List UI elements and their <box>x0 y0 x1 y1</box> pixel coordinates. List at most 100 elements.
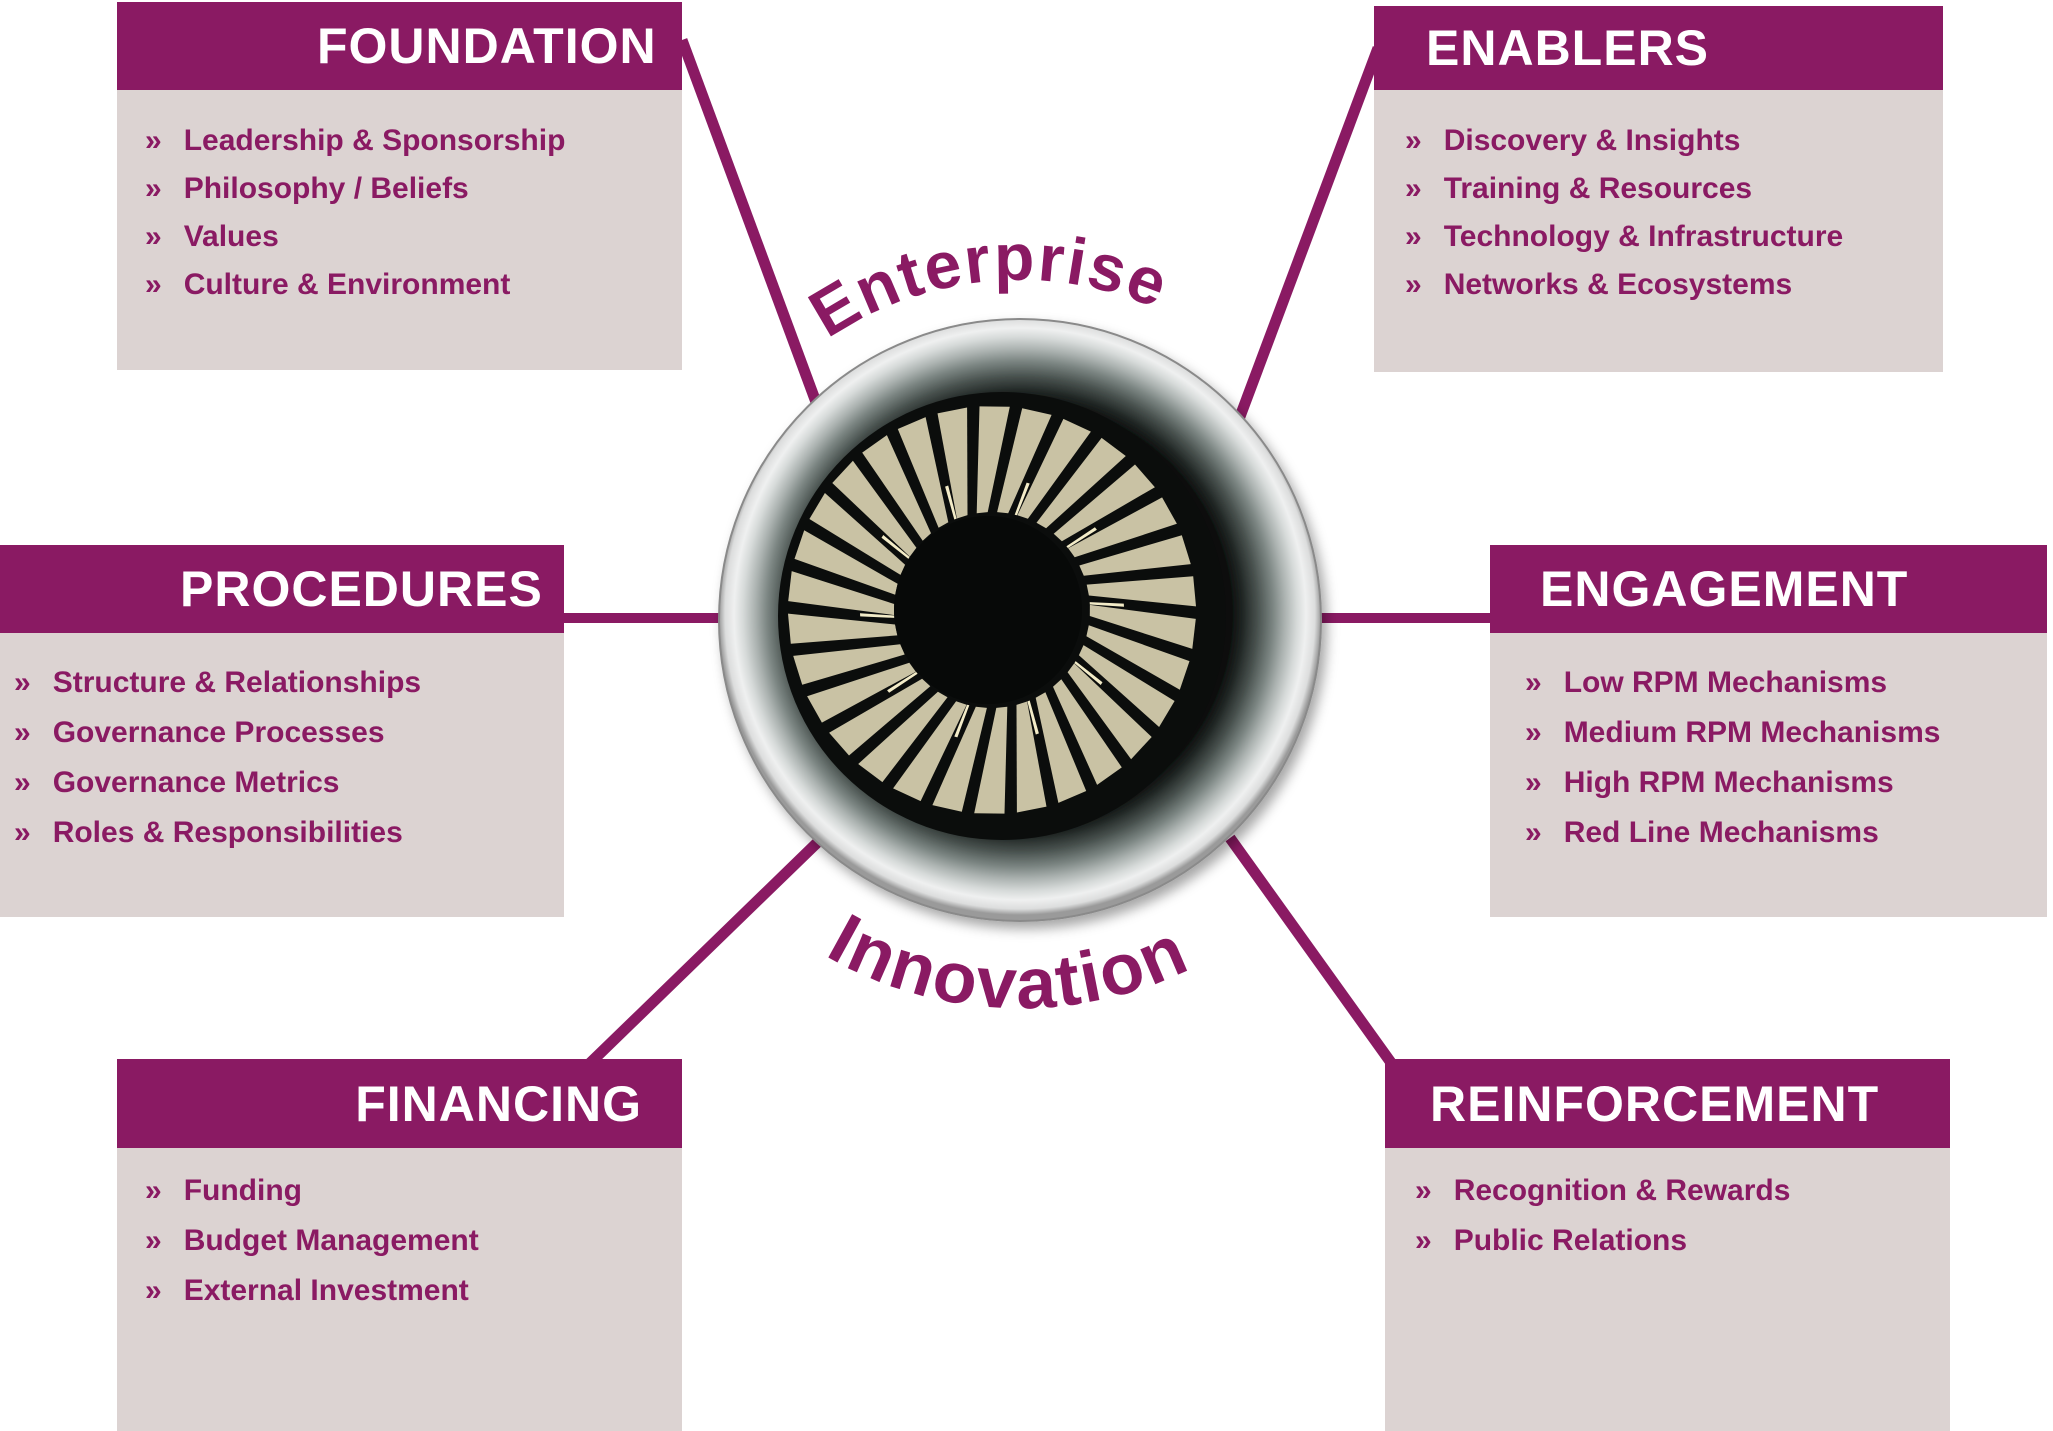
box-header-procedures: PROCEDURES <box>0 545 564 633</box>
chevron-bullet-icon: » <box>14 816 31 849</box>
box-engagement: ENGAGEMENT»Low RPM Mechanisms»Medium RPM… <box>1490 545 2047 917</box>
blade-highlight <box>945 485 957 520</box>
turbine-blade <box>1053 679 1122 785</box>
chevron-bullet-icon: » <box>1415 1174 1432 1207</box>
box-reinforcement: REINFORCEMENT»Recognition & Rewards»Publ… <box>1385 1059 1950 1431</box>
box-body-financing: »Funding»Budget Management»External Inve… <box>117 1148 682 1431</box>
list-item: » Governance Metrics <box>14 758 564 808</box>
list-item: »Culture & Environment <box>145 261 682 309</box>
turbine-center-hub <box>894 516 1082 704</box>
box-title: PROCEDURES <box>180 561 543 617</box>
turbine-blade <box>1053 464 1155 542</box>
list-item: »Low RPM Mechanisms <box>1525 658 2047 708</box>
list-item: »Red Line Mechanisms <box>1525 808 2047 858</box>
box-title: ENABLERS <box>1426 20 1710 76</box>
list-item: »Technology & Infrastructure <box>1405 213 1943 261</box>
box-body-foundation: »Leadership & Sponsorship»Philosophy / B… <box>117 90 682 370</box>
list-item-label: Low RPM Mechanisms <box>1563 666 1888 699</box>
turbine-blade <box>897 417 949 528</box>
turbine-blade <box>788 613 898 644</box>
list-item-label: Philosophy / Beliefs <box>183 172 469 205</box>
turbine-blades <box>788 406 1196 814</box>
list-item-label: Culture & Environment <box>183 268 511 301</box>
connector-foundation <box>676 38 836 442</box>
turbine-blade <box>937 407 968 519</box>
list-item: »External Investment <box>145 1266 682 1316</box>
chevron-bullet-icon: » <box>145 1174 162 1207</box>
turbine-blade <box>1036 437 1126 529</box>
box-title: ENGAGEMENT <box>1540 561 1909 617</box>
turbine-hub-image <box>718 318 1322 922</box>
list-item: »Values <box>145 213 682 261</box>
box-financing: FINANCING »Funding»Budget Management»Exte… <box>117 1059 682 1431</box>
turbine-blade <box>788 571 895 616</box>
connector-financing <box>581 834 826 1072</box>
list-item: » Training & Resources <box>1405 165 1943 213</box>
blade-highlight <box>1089 602 1124 607</box>
list-item: »Funding <box>145 1166 682 1216</box>
list-item-label: Roles & Responsibilities <box>52 816 403 849</box>
chevron-bullet-icon: » <box>145 124 162 157</box>
list-item: » Recognition & Rewards <box>1415 1166 1950 1216</box>
turbine-blade <box>1067 663 1152 760</box>
blade-highlight <box>1066 527 1097 549</box>
box-title: FINANCING <box>355 1075 642 1132</box>
turbine-blade <box>832 460 917 557</box>
chevron-bullet-icon: » <box>1525 816 1542 849</box>
box-header-enablers: ENABLERS <box>1374 6 1943 90</box>
turbine-blade <box>997 408 1052 514</box>
list-item: »Structure & Relationships <box>14 658 564 708</box>
chevron-bullet-icon: » <box>14 766 31 799</box>
connector-enablers <box>1229 46 1384 432</box>
list-item-label: Recognition & Rewards <box>1453 1174 1791 1207</box>
list-item-label: High RPM Mechanisms <box>1563 766 1894 799</box>
list-item-label: Governance Processes <box>52 716 385 749</box>
turbine-blade <box>1068 497 1177 558</box>
turbine-blade <box>793 644 905 685</box>
list-item: »Medium RPM Mechanisms <box>1525 708 2047 758</box>
chevron-bullet-icon: » <box>145 172 162 205</box>
chevron-bullet-icon: » <box>145 220 162 253</box>
box-body-engagement: »Low RPM Mechanisms»Medium RPM Mechanism… <box>1490 633 2047 917</box>
blade-highlight <box>1014 482 1030 516</box>
turbine-blade <box>829 678 931 756</box>
list-item: » High RPM Mechanisms <box>1525 758 2047 808</box>
chevron-bullet-icon: » <box>1405 172 1422 205</box>
box-header-foundation: FOUNDATION <box>117 2 682 90</box>
turbine-blade <box>974 706 1008 814</box>
chevron-bullet-icon: » <box>1405 124 1422 157</box>
list-item-label: Technology & Infrastructure <box>1443 220 1844 253</box>
blade-highlight <box>954 704 970 738</box>
turbine-blade <box>862 435 931 541</box>
turbine-blade <box>858 691 948 783</box>
blade-highlight <box>1027 700 1039 735</box>
box-body-enablers: »Discovery & Insights»Training & Resourc… <box>1374 90 1943 372</box>
list-item-label: Public Relations <box>1453 1224 1688 1257</box>
chevron-bullet-icon: » <box>145 1224 162 1257</box>
chevron-bullet-icon: » <box>14 716 31 749</box>
turbine-blade <box>976 406 1010 514</box>
chevron-bullet-icon: » <box>1525 766 1542 799</box>
blade-highlight <box>881 535 910 559</box>
list-item-label: Governance Metrics <box>52 766 340 799</box>
connector-reinforcement <box>1225 834 1397 1068</box>
blade-highlight <box>860 613 895 618</box>
list-item-label: External Investment <box>183 1274 469 1307</box>
blade-highlight <box>1074 661 1103 685</box>
turbine-blade <box>1089 604 1196 649</box>
list-item: »Networks & Ecosystems <box>1405 261 1943 309</box>
list-item-label: Structure & Relationships <box>52 666 422 699</box>
chevron-bullet-icon: » <box>1415 1224 1432 1257</box>
list-item-label: Training & Resources <box>1443 172 1753 205</box>
blade-highlight <box>887 671 918 693</box>
turbine-blade <box>1086 576 1196 607</box>
chevron-bullet-icon: » <box>1525 716 1542 749</box>
turbine-blade <box>1086 625 1190 690</box>
list-item-label: Networks & Ecosystems <box>1443 268 1793 301</box>
turbine-blade <box>893 701 967 802</box>
turbine-blade <box>809 493 906 575</box>
box-title: FOUNDATION <box>317 18 657 74</box>
turbine-blade <box>932 706 987 812</box>
turbine-blade <box>1016 701 1047 813</box>
